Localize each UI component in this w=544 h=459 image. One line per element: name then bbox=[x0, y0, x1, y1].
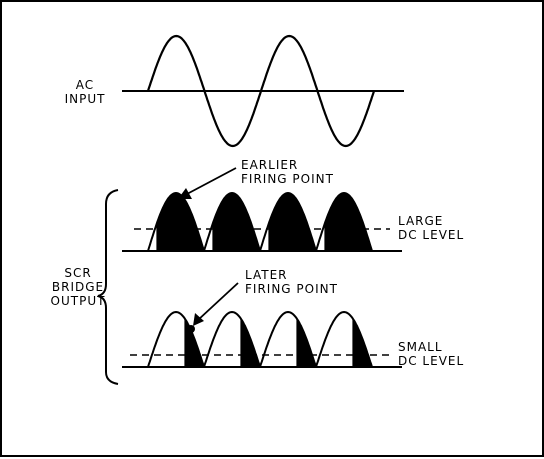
earlier-firing-arrow-line bbox=[186, 167, 237, 195]
large-output-rectified-wave bbox=[147, 191, 373, 252]
small-output-half-cycle-3 bbox=[259, 310, 317, 368]
large-output-conduction-fill-2 bbox=[212, 193, 260, 251]
large-output-conduction-fill-3 bbox=[268, 193, 316, 251]
large-output-half-cycle-3 bbox=[259, 191, 317, 252]
large-output-conduction-fill-4 bbox=[324, 193, 372, 251]
output-bracket bbox=[97, 189, 119, 385]
small-output-half-cycle-4 bbox=[315, 310, 373, 368]
later-firing-arrowhead bbox=[193, 313, 204, 326]
earlier-firing-point-dot bbox=[174, 194, 182, 202]
large-output-half-cycle-1 bbox=[147, 191, 205, 252]
small-output-rectified-wave bbox=[147, 310, 373, 368]
large-dc-level-label: LARGE DC LEVEL bbox=[398, 214, 465, 242]
scr-bridge-output-label: SCR BRIDGE OUTPUT bbox=[50, 266, 106, 308]
small-output-half-cycle-1 bbox=[147, 310, 205, 368]
small-output-half-cycle-2 bbox=[203, 310, 261, 368]
ac-input-label: AC INPUT bbox=[64, 78, 106, 106]
large-output-conduction-fill-1 bbox=[156, 193, 204, 251]
large-output-half-cycle-4 bbox=[315, 191, 373, 252]
later-firing-arrow-line bbox=[197, 282, 239, 321]
small-dc-level-label: SMALL DC LEVEL bbox=[398, 340, 465, 368]
later-firing-point-label: LATER FIRING POINT bbox=[245, 268, 338, 296]
large-output-half-cycle-2 bbox=[203, 191, 261, 252]
later-firing-point-dot bbox=[187, 325, 195, 333]
ac-input-sine-wave bbox=[146, 34, 376, 148]
earlier-firing-point-label: EARLIER FIRING POINT bbox=[241, 158, 334, 186]
